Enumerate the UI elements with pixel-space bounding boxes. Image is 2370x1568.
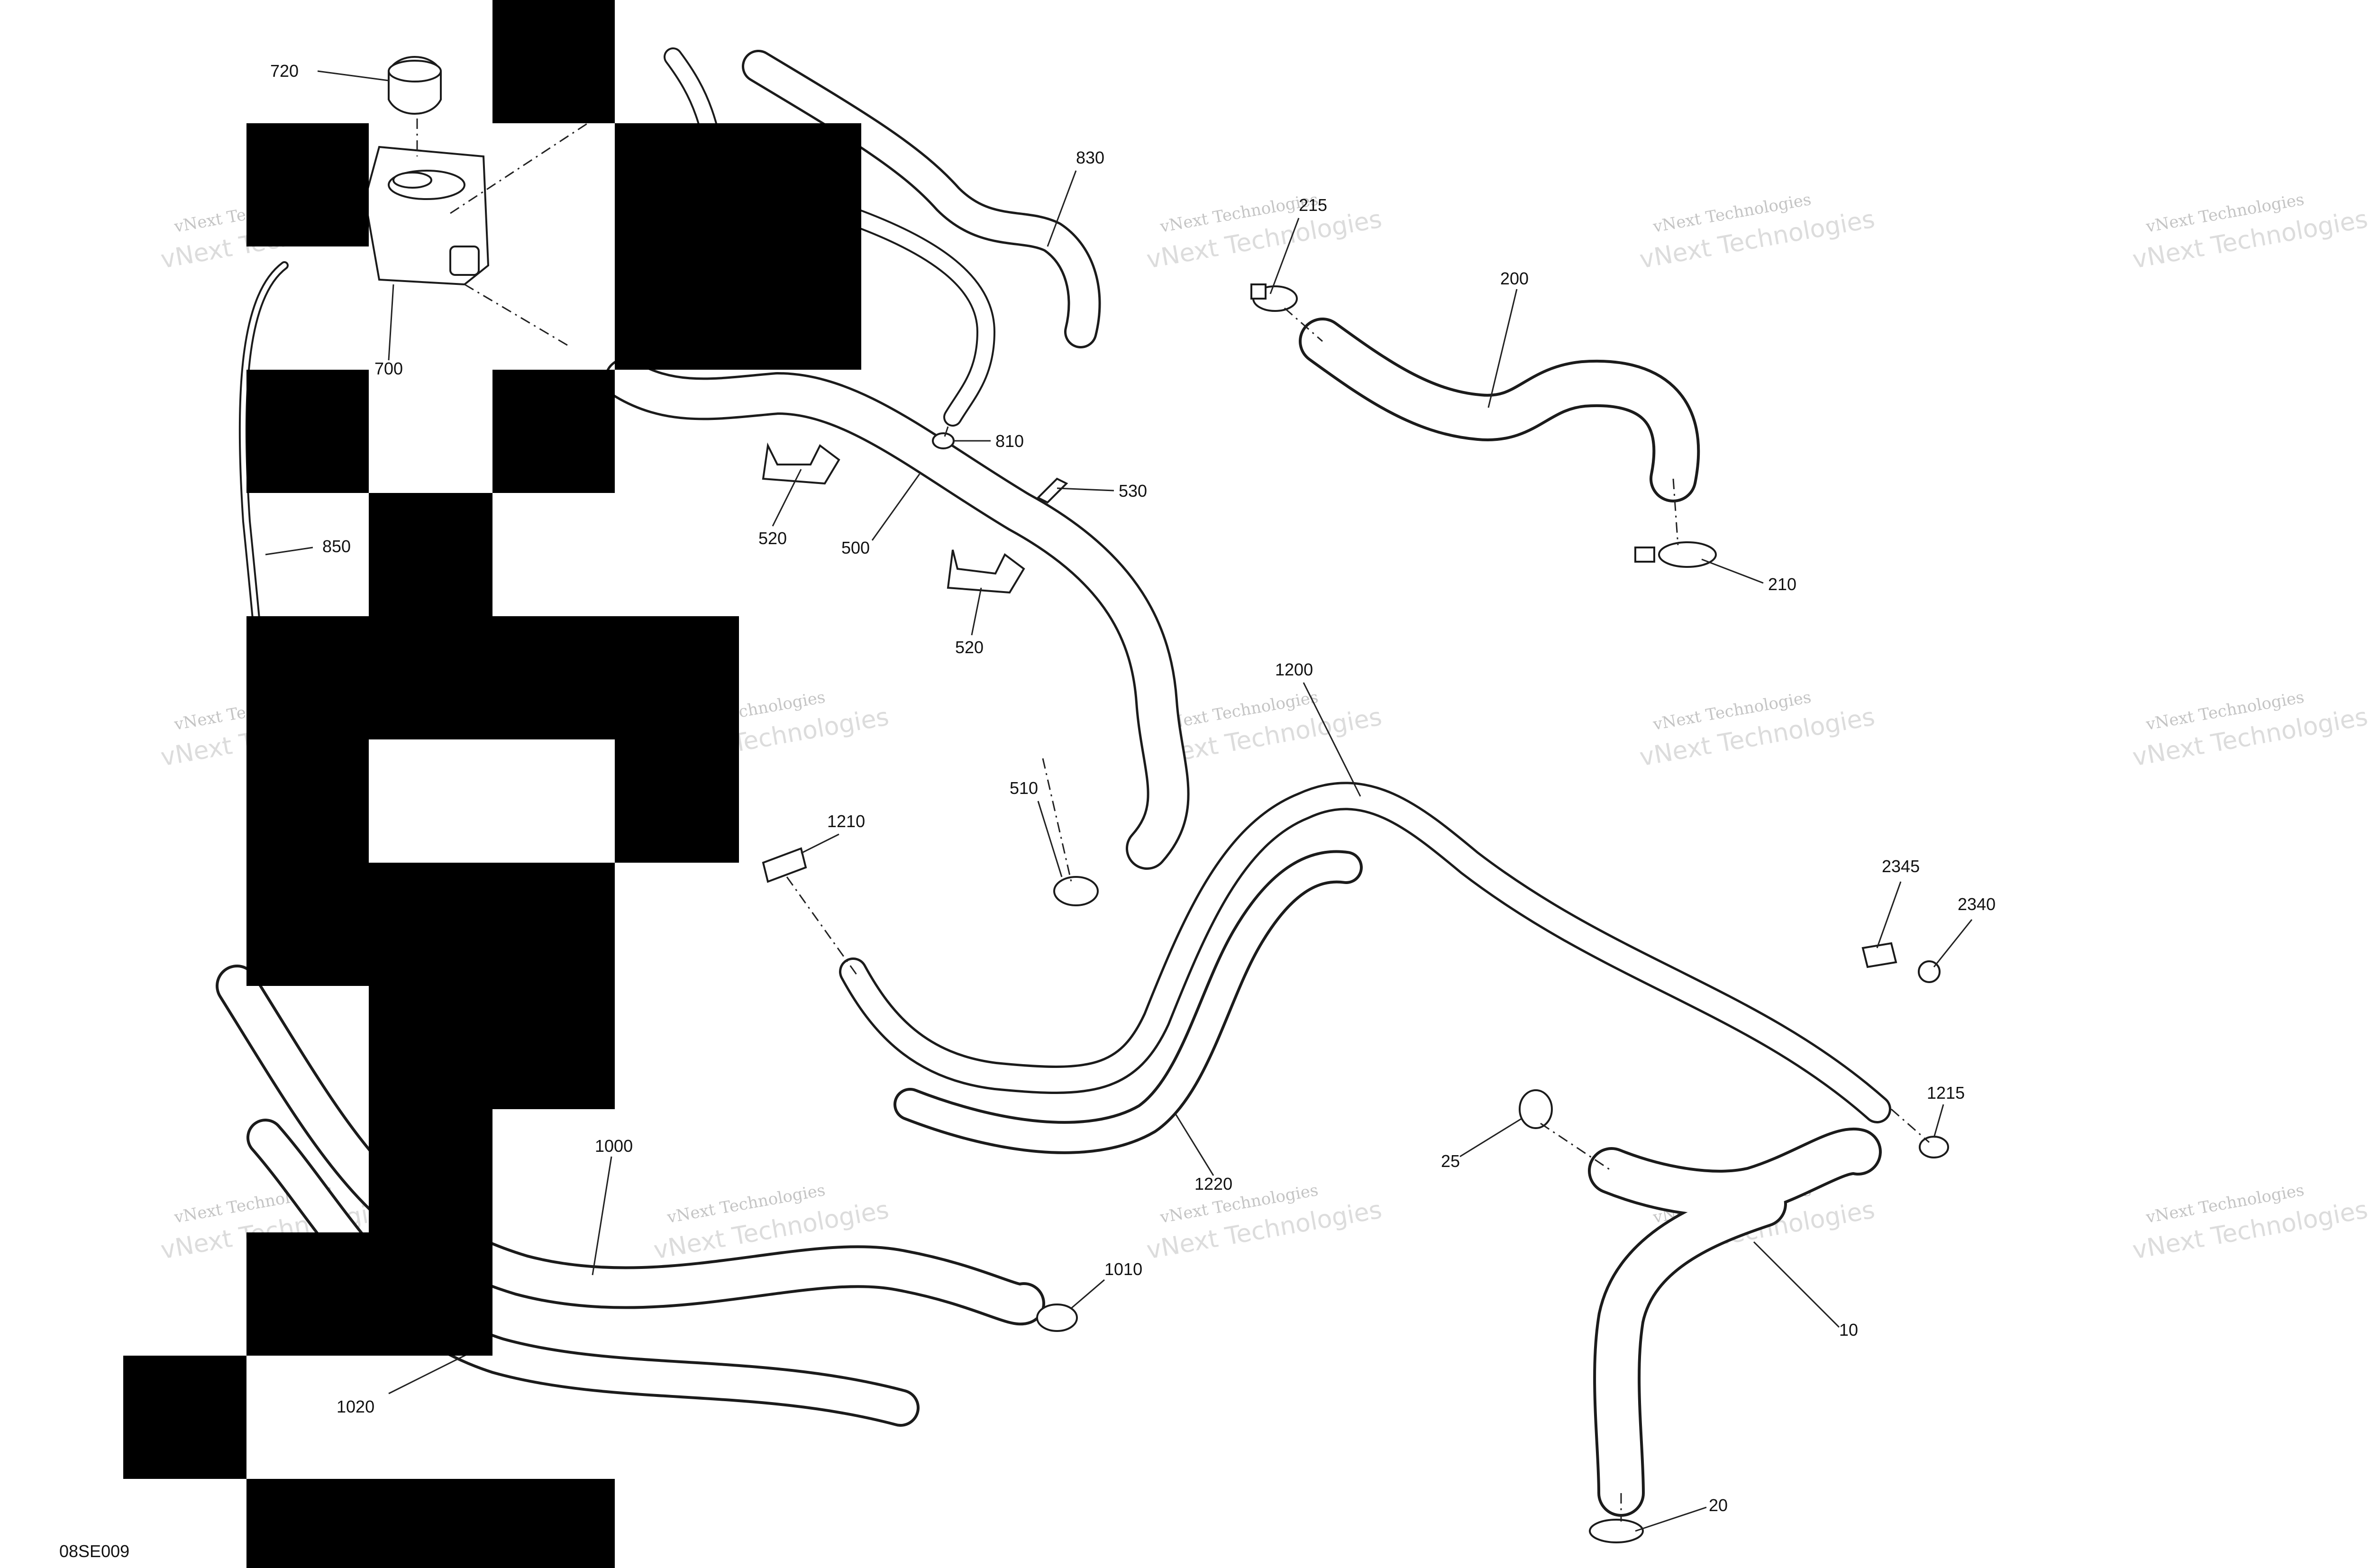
callout-520: 520 [758,529,787,548]
callout-200: 200 [1500,269,1529,288]
reference-code: 08SE009 [59,1541,129,1561]
callout-labels: 720 700 830 215 200 210 810 530 520 500 … [270,61,1996,1515]
callout-720: 720 [270,61,299,81]
callout-1215: 1215 [1927,1083,1965,1103]
callout-215: 215 [1299,195,1327,215]
bolt-530[interactable] [1036,477,1068,504]
callout-2340: 2340 [1958,894,1996,914]
redaction-blocks [123,0,861,1568]
cap-720[interactable] [388,56,442,115]
callout-2345: 2345 [1882,857,1920,876]
assembly-lines [416,119,1930,1522]
callout-810: 810 [995,431,1024,451]
hose-1220[interactable] [893,850,1363,1154]
hose-500[interactable] [604,358,1190,870]
fitting-1210[interactable] [762,847,807,883]
callout-1020: 1020 [337,1397,374,1416]
hose-1200[interactable] [839,782,1891,1123]
callout-510: 510 [1010,778,1038,798]
fitting-2345[interactable] [1861,942,1897,968]
callout-25: 25 [1441,1151,1460,1171]
callout-500: 500 [841,538,870,557]
clamp-1215[interactable] [1919,1136,1949,1158]
callout-850: 850 [322,537,351,556]
hose-1000[interactable] [216,965,1045,1326]
clamp-20[interactable] [1589,1519,1644,1543]
hose-10[interactable] [1588,1127,1882,1517]
callout-1010: 1010 [1104,1259,1142,1279]
bracket-520b[interactable] [947,549,1025,594]
callout-1220: 1220 [1194,1174,1232,1194]
hose-200[interactable] [1299,318,1700,502]
clamp-210[interactable] [1634,541,1717,568]
clamp-510[interactable] [1053,876,1099,906]
callout-530: 530 [1119,481,1147,501]
clamp-25[interactable] [1519,1089,1553,1129]
reservoir-700[interactable] [364,146,490,286]
clamp-215[interactable] [1250,283,1298,312]
leader-lines [265,70,1973,1532]
clamp-1010[interactable] [1036,1304,1078,1332]
callout-10: 10 [1839,1320,1858,1340]
callout-700: 700 [374,359,403,378]
hose-1020[interactable] [246,1119,920,1427]
fitting-810[interactable] [932,432,955,449]
callout-1000: 1000 [595,1136,633,1156]
callout-1210: 1210 [827,811,865,831]
callout-1200: 1200 [1275,660,1313,679]
callout-520-second: 520 [955,638,984,657]
callout-20: 20 [1709,1495,1728,1515]
bracket-520a[interactable] [762,442,840,485]
callout-210: 210 [1768,574,1796,594]
callout-830: 830 [1076,148,1104,167]
